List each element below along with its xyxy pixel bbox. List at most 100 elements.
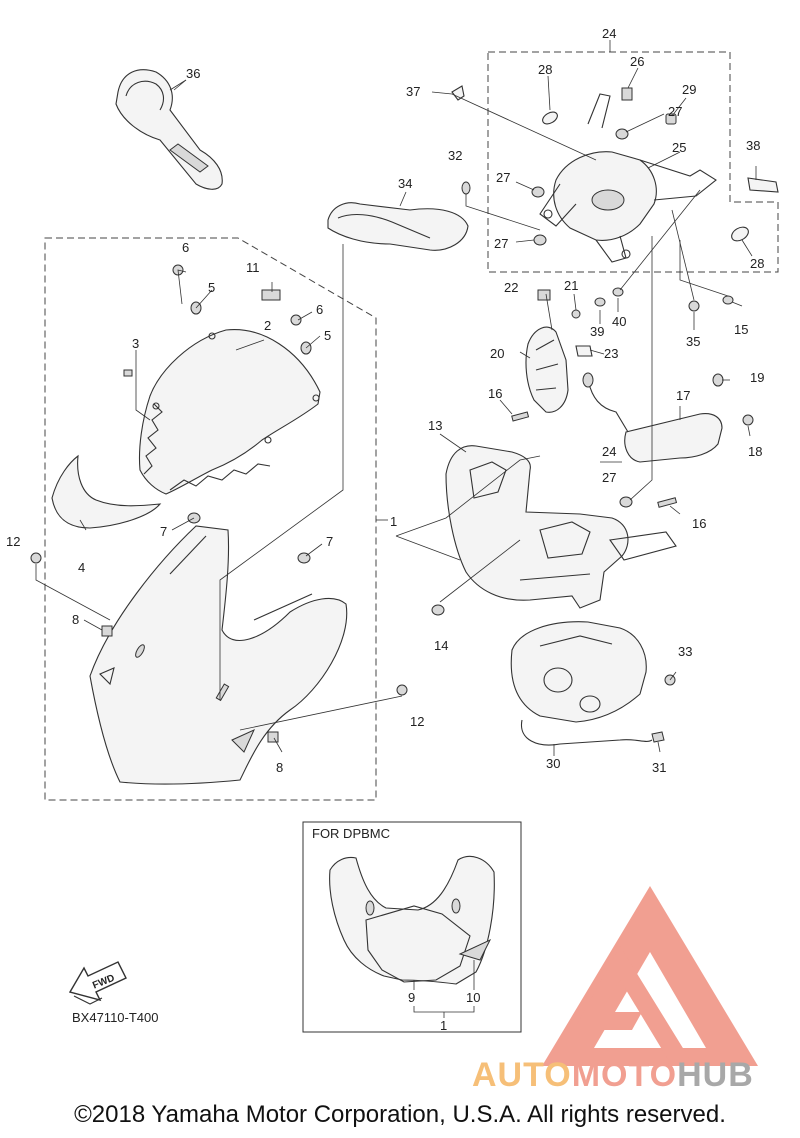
- front-cowling-part-1: [89, 525, 348, 785]
- clip-part-3: [123, 369, 133, 377]
- grommet-part-14: [431, 604, 445, 616]
- callout-27a: 27: [668, 104, 682, 119]
- group-box-stay: [487, 51, 779, 273]
- callout-4: 4: [78, 560, 85, 575]
- headlight-unit: [510, 621, 653, 746]
- mirror-part-36: [115, 69, 223, 190]
- trim-part-16-b: [657, 497, 678, 508]
- callout-31: 31: [652, 760, 666, 775]
- callout-34: 34: [398, 176, 412, 191]
- fwd-arrow-icon: FWD: [68, 961, 127, 1005]
- callout-2: 2: [264, 318, 271, 333]
- clip-part-23: [575, 345, 593, 357]
- callout-8b: 8: [276, 760, 283, 775]
- collar-part-29: [665, 113, 677, 125]
- callout-19: 19: [750, 370, 764, 385]
- windshield-part-2: [138, 329, 321, 495]
- callout-5a: 5: [208, 280, 215, 295]
- callout-27d: 27: [602, 470, 616, 485]
- callout-32: 32: [448, 148, 462, 163]
- callout-labels: 36 34 6 11 5 6 2 5 3 1 7 7 12 4 8 12 8 2…: [6, 26, 764, 775]
- callout-30: 30: [546, 756, 560, 771]
- inset-callout-9: 9: [408, 990, 415, 1005]
- callout-20: 20: [490, 346, 504, 361]
- screw-part-21: [571, 309, 581, 319]
- callout-14: 14: [434, 638, 448, 653]
- callout-8a: 8: [72, 612, 79, 627]
- callout-24a: 24: [602, 26, 616, 41]
- callout-27c: 27: [494, 236, 508, 251]
- watermark-logo: AUTOMOTOHUB: [472, 886, 758, 1094]
- callout-3: 3: [132, 336, 139, 351]
- callout-29: 29: [682, 82, 696, 97]
- callout-18: 18: [748, 444, 762, 459]
- inset-callout-1: 1: [440, 1018, 447, 1033]
- bolt-part-39: [594, 297, 606, 307]
- watermark-triangle-icon: [542, 886, 758, 1066]
- callout-12b: 12: [410, 714, 424, 729]
- cover-part-13: [445, 445, 677, 609]
- trim-part-16-a: [511, 411, 530, 422]
- callout-37: 37: [406, 84, 420, 99]
- washer-part-40: [612, 287, 624, 297]
- grommet-27-c: [615, 128, 629, 140]
- bracket-part-20: [525, 326, 569, 413]
- callout-7b: 7: [326, 534, 333, 549]
- callout-28a: 28: [538, 62, 552, 77]
- copyright-text: ©2018 Yamaha Motor Corporation, U.S.A. A…: [74, 1101, 726, 1128]
- grommet-27-d: [619, 496, 633, 508]
- nut-part-26: [621, 87, 633, 101]
- callout-6a: 6: [182, 240, 189, 255]
- leader-lines: [35, 40, 757, 756]
- callout-16b: 16: [692, 516, 706, 531]
- callout-40: 40: [612, 314, 626, 329]
- callout-17: 17: [676, 388, 690, 403]
- callout-16a: 16: [488, 386, 502, 401]
- callout-23: 23: [604, 346, 618, 361]
- clip-part-19: [712, 373, 724, 387]
- collar-part-35: [688, 300, 700, 312]
- stay-part-25: [539, 93, 717, 263]
- bracket-part-37: [451, 85, 465, 101]
- damper-28-a: [542, 111, 558, 125]
- callout-13: 13: [428, 418, 442, 433]
- screw-part-18: [742, 414, 754, 426]
- nut-part-8-b: [267, 731, 279, 743]
- callout-24b: 24: [602, 444, 616, 459]
- diagram-code: BX47110-T400: [72, 1010, 159, 1025]
- callout-26: 26: [630, 54, 644, 69]
- callout-6b: 6: [316, 302, 323, 317]
- damper-28-b: [731, 226, 749, 242]
- callout-36: 36: [186, 66, 200, 81]
- bracket-part-38: [747, 177, 779, 193]
- callout-15: 15: [734, 322, 748, 337]
- callout-22: 22: [504, 280, 518, 295]
- inset-dpbmc: FOR DPBMC 9 10 1: [302, 821, 522, 1033]
- duct-part-34: [327, 191, 469, 251]
- bolt-part-12-b: [396, 684, 408, 696]
- callout-7a: 7: [160, 524, 167, 539]
- grommet-27-a: [531, 186, 545, 198]
- callout-12a: 12: [6, 534, 20, 549]
- callout-27b: 27: [496, 170, 510, 185]
- inset-frame: [302, 821, 522, 1033]
- duct-part-17: [582, 372, 723, 463]
- label-part-11: [261, 289, 281, 301]
- callout-33: 33: [678, 644, 692, 659]
- bolt-part-12-a: [30, 552, 42, 564]
- callout-38: 38: [746, 138, 760, 153]
- callout-35: 35: [686, 334, 700, 349]
- nut-part-8-a: [101, 625, 113, 637]
- watermark-text: AUTOMOTOHUB: [472, 1056, 754, 1094]
- callout-5b: 5: [324, 328, 331, 343]
- callout-28b: 28: [750, 256, 764, 271]
- bolt-part-15: [722, 295, 734, 305]
- inset-callout-10: 10: [466, 990, 480, 1005]
- group-box-cowling: [44, 237, 377, 801]
- bolt-part-31: [651, 731, 665, 743]
- callout-21: 21: [564, 278, 578, 293]
- inset-title: FOR DPBMC: [312, 826, 390, 841]
- callout-1a: 1: [390, 514, 397, 529]
- callout-25: 25: [672, 140, 686, 155]
